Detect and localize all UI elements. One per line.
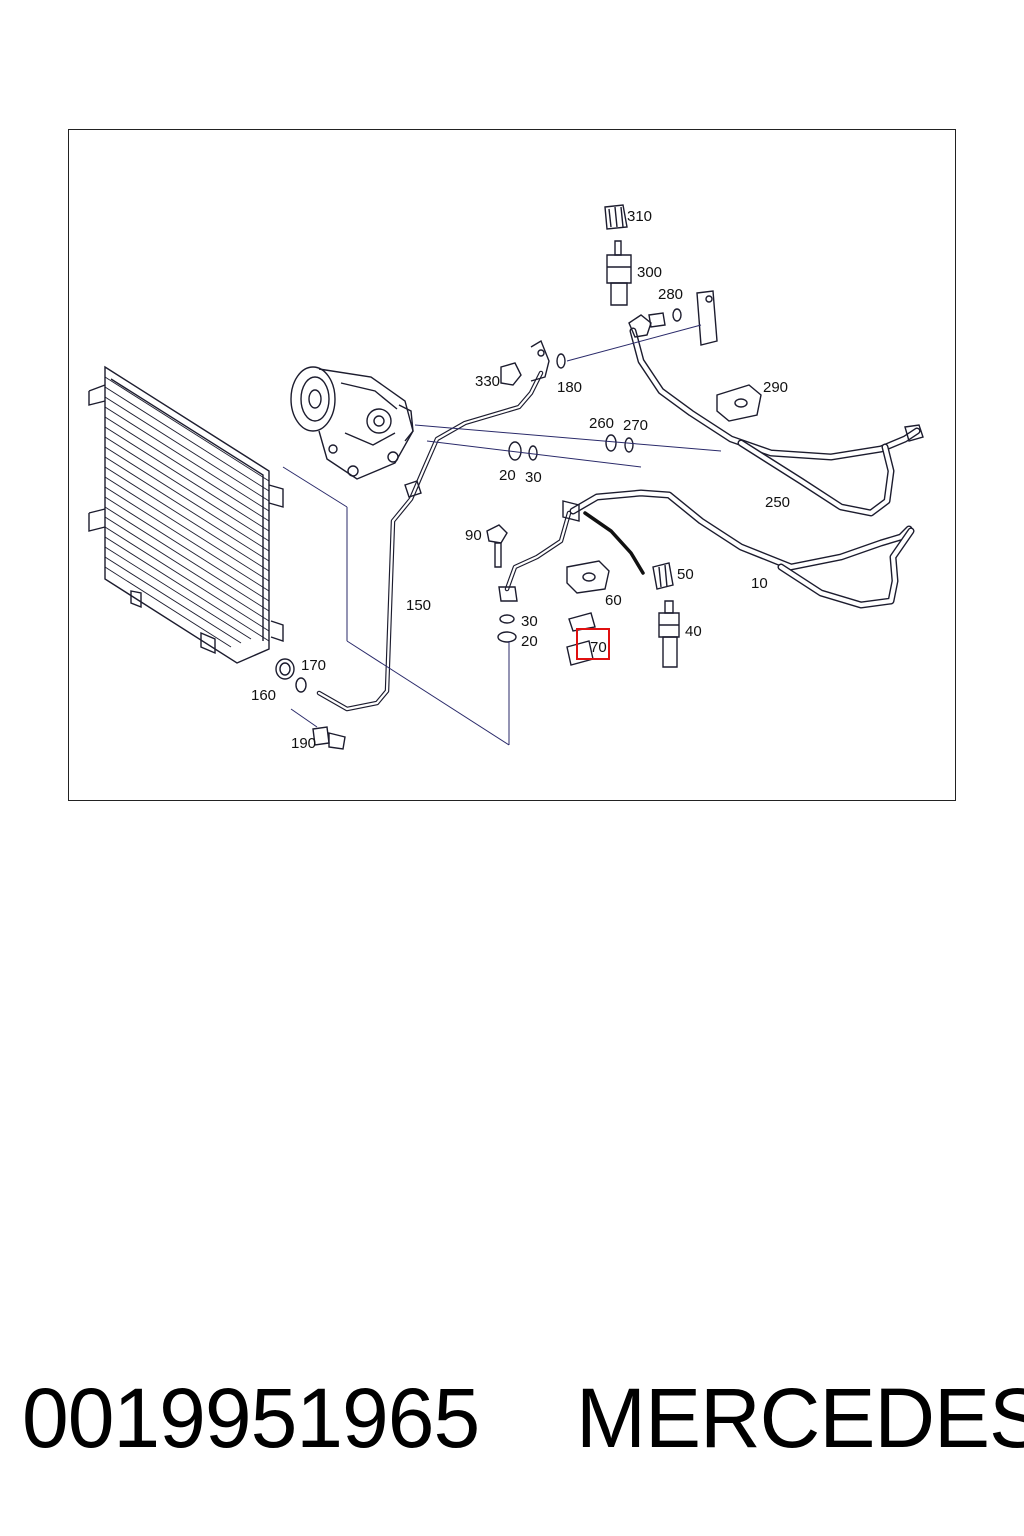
compressor [290, 366, 414, 480]
callout-20-upper: 20 [499, 467, 516, 484]
callout-30-lower: 30 [521, 613, 538, 630]
callout-150: 150 [406, 597, 431, 614]
callout-310: 310 [627, 208, 652, 225]
parts-diagram: 310 300 280 330 180 290 260 270 20 30 25… [88, 204, 924, 752]
callout-30-upper: 30 [525, 469, 542, 486]
part-number: 0019951965 [22, 1371, 480, 1465]
callout-60: 60 [605, 592, 622, 609]
condenser [88, 365, 284, 664]
callout-260: 260 [589, 415, 614, 432]
callout-labels: 310 300 280 330 180 290 260 270 20 30 25… [251, 208, 790, 752]
bolt-190 [312, 726, 346, 750]
callout-300: 300 [637, 264, 662, 281]
diagram-frame: 310 300 280 330 180 290 260 270 20 30 25… [68, 129, 956, 801]
callout-10: 10 [751, 575, 768, 592]
callout-280: 280 [658, 286, 683, 303]
callout-40: 40 [685, 623, 702, 640]
bracket-60 [566, 560, 610, 594]
seals-260-270 [605, 434, 634, 453]
bolt-90 [486, 524, 508, 568]
bracket-290 [716, 384, 762, 422]
leader-lines [282, 324, 722, 746]
callout-190: 190 [291, 735, 316, 752]
pipe-150 [316, 339, 550, 712]
valve-300 [606, 240, 632, 306]
callout-70-highlight [576, 628, 610, 660]
hose-250 [628, 314, 924, 517]
valve-40 [658, 600, 680, 668]
callout-330: 330 [475, 373, 500, 390]
callout-170: 170 [301, 657, 326, 674]
valve-310 [604, 204, 628, 230]
seals-160-170 [275, 658, 307, 693]
callout-50: 50 [677, 566, 694, 583]
hose-10 [498, 489, 915, 609]
callout-270: 270 [623, 417, 648, 434]
callout-250: 250 [765, 494, 790, 511]
nut-330 [500, 362, 522, 386]
seals-20-30-lower [497, 614, 517, 643]
valve-50 [652, 562, 674, 590]
callout-180: 180 [557, 379, 582, 396]
seal-180 [556, 353, 566, 369]
brand-name: MERCEDES [576, 1371, 1024, 1465]
callout-20-lower: 20 [521, 633, 538, 650]
callout-90: 90 [465, 527, 482, 544]
caption: 0019951965 MERCEDES [0, 1368, 1024, 1478]
callout-70: 70 [590, 639, 607, 656]
callout-290: 290 [763, 379, 788, 396]
fitting-280 [648, 290, 718, 346]
callout-160: 160 [251, 687, 276, 704]
